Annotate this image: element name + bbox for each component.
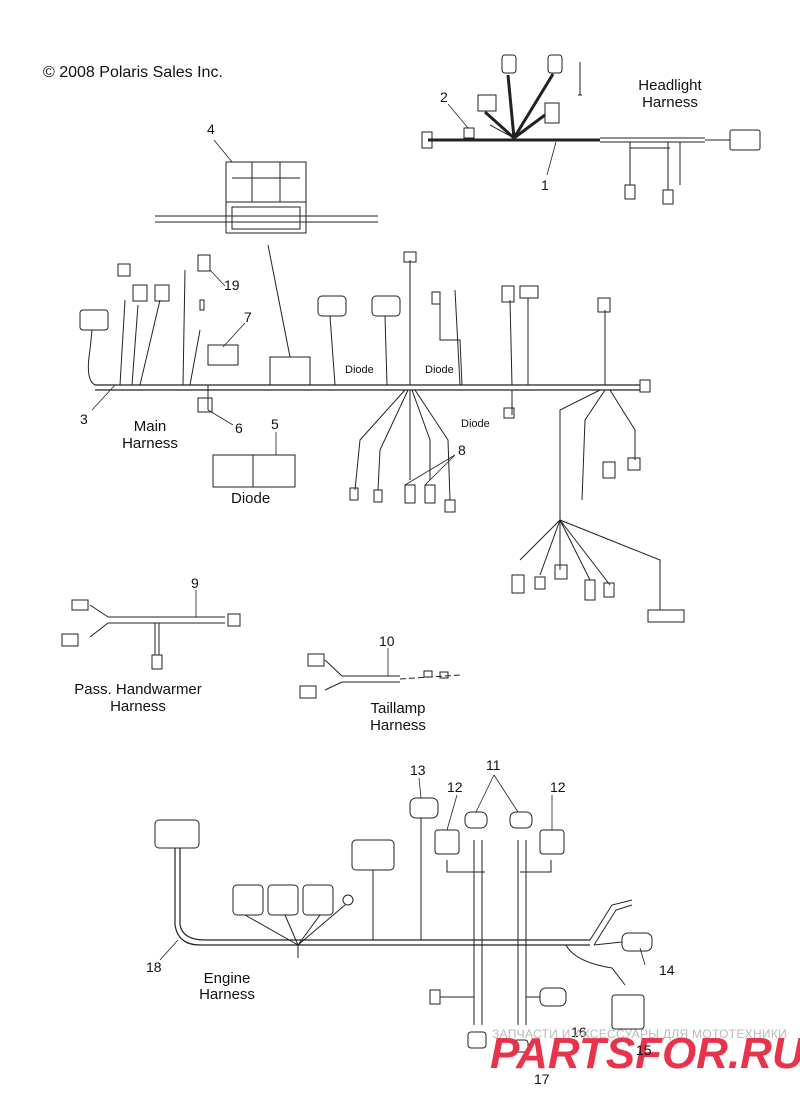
callout-11: 11 bbox=[486, 757, 501, 773]
headlight-harness-title-2: Harness bbox=[642, 94, 698, 111]
leader-lines bbox=[91, 103, 646, 966]
engine-harness-title-2: Harness bbox=[199, 986, 255, 1003]
diode-part bbox=[212, 454, 296, 488]
headlight-harness-title-1: Headlight bbox=[638, 77, 702, 94]
taillamp-harness bbox=[299, 653, 461, 699]
callout-5: 5 bbox=[271, 416, 279, 432]
callout-19: 19 bbox=[224, 277, 240, 293]
callout-6: 6 bbox=[235, 420, 243, 436]
callout-15: 15 bbox=[636, 1042, 652, 1058]
callout-4: 4 bbox=[207, 121, 215, 137]
callout-16: 16 bbox=[571, 1024, 587, 1040]
diode-label: Diode bbox=[345, 364, 374, 376]
main-harness-title-2: Harness bbox=[122, 435, 178, 452]
main-harness-title-1: Main bbox=[133, 418, 167, 435]
copyright: © 2008 Polaris Sales Inc. bbox=[43, 64, 223, 81]
headlight-harness bbox=[421, 54, 761, 205]
engine-harness-title-1: Engine bbox=[203, 970, 251, 987]
diode-label: Diode bbox=[425, 364, 454, 376]
callout-13: 13 bbox=[410, 762, 426, 778]
callout-7: 7 bbox=[244, 309, 252, 325]
fuse-box bbox=[155, 161, 378, 234]
handwarmer-harness bbox=[61, 599, 241, 670]
engine-harness bbox=[154, 797, 653, 1053]
diode-label: Diode bbox=[461, 418, 490, 430]
diode-part-label: Diode bbox=[231, 490, 271, 507]
handwarmer-harness-title-1: Pass. Handwarmer bbox=[74, 681, 202, 698]
callout-1: 1 bbox=[541, 177, 549, 193]
callout-3: 3 bbox=[80, 411, 88, 427]
callout-18: 18 bbox=[146, 959, 162, 975]
callout-12: 12 bbox=[447, 779, 463, 795]
watermark-logo: PARTSFOR.RU bbox=[490, 1029, 800, 1078]
taillamp-harness-title-2: Harness bbox=[370, 717, 426, 734]
taillamp-harness-title-1: Taillamp bbox=[370, 700, 426, 717]
callout-12: 12 bbox=[550, 779, 566, 795]
callout-17: 17 bbox=[534, 1071, 550, 1087]
callout-9: 9 bbox=[191, 575, 199, 591]
watermark-text: ЗАПЧАСТИ И АКСЕССУАРЫ ДЛЯ МОТОТЕХНИКИ bbox=[492, 1027, 788, 1041]
callout-10: 10 bbox=[379, 633, 395, 649]
callout-14: 14 bbox=[659, 962, 675, 978]
handwarmer-harness-title-2: Harness bbox=[110, 698, 166, 715]
callout-2: 2 bbox=[440, 89, 448, 105]
main-harness bbox=[79, 244, 685, 623]
callout-8: 8 bbox=[458, 442, 466, 458]
